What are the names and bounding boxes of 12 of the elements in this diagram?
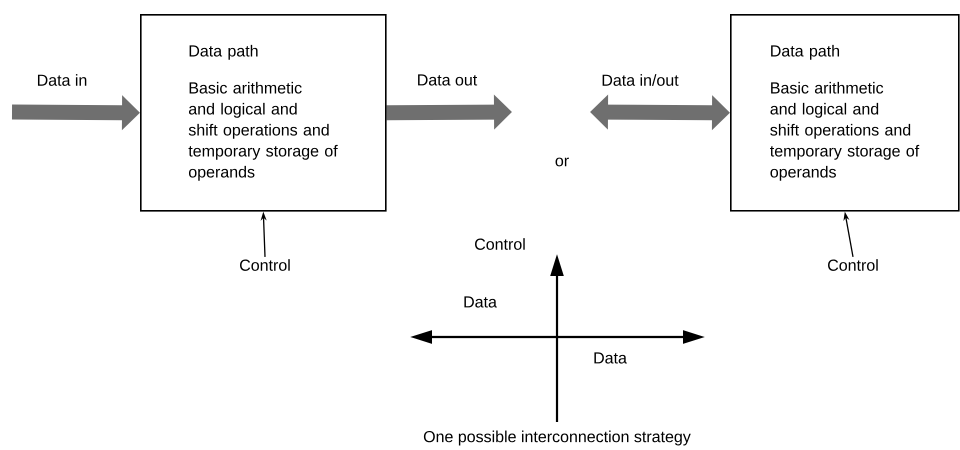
axis-label: Data xyxy=(464,296,497,308)
edge-label: Data in/out xyxy=(602,74,679,86)
axis-label: Control xyxy=(475,238,525,250)
separator-text: or xyxy=(556,158,569,166)
process-box: Data path Basic arithmetic and logical and shift operations and temporary storage of operands xyxy=(140,14,387,212)
axis-label: Data xyxy=(594,352,627,364)
signal-label: Control xyxy=(828,259,878,271)
edge-label: Data in xyxy=(38,74,86,86)
signal-label: Control xyxy=(240,259,290,271)
caption: One possible interconnection strategy xyxy=(424,430,691,446)
edge-label: Data out xyxy=(418,74,478,86)
process-box: Data path Basic arithmetic and logical and shift operations and temporary storage of operands xyxy=(730,14,960,212)
